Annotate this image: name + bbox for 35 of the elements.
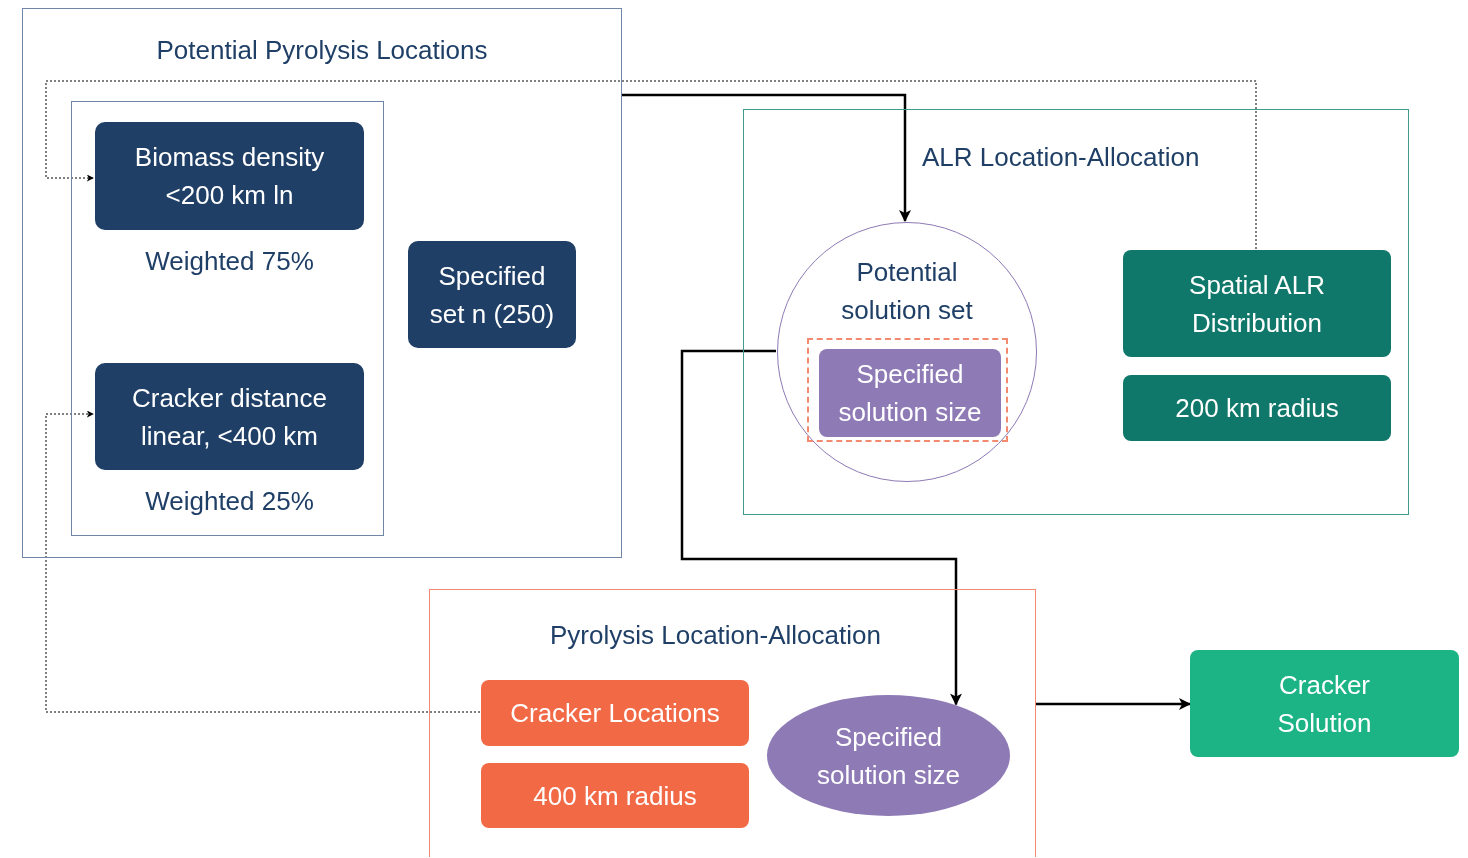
process-box [481, 763, 749, 828]
dotted-arrow [45, 410, 481, 713]
process-box [819, 349, 1001, 437]
dashed-frame [807, 338, 1008, 442]
group-title: Potential solution set [840, 256, 974, 327]
node-label: Cracker distance linear, <400 km [130, 381, 329, 453]
arrow [680, 349, 962, 706]
result-box [1190, 650, 1459, 757]
weight-caption: Weighted 75% [144, 245, 315, 278]
group-frame [743, 109, 1409, 515]
arrow [622, 93, 911, 222]
process-box [95, 363, 364, 470]
weight-caption: Weighted 25% [144, 485, 315, 518]
node-label: 200 km radius [1175, 392, 1339, 425]
node-label: 400 km radius [533, 779, 697, 813]
dotted-arrow [45, 80, 1257, 250]
node-label: Cracker Locations [510, 697, 720, 730]
process-box [481, 680, 749, 746]
node-label: Cracker Solution [1276, 668, 1373, 740]
group-title: Potential Pyrolysis Locations [155, 34, 489, 67]
process-box [95, 122, 364, 230]
process-box [1123, 375, 1391, 441]
process-box [408, 241, 576, 348]
group-title: ALR Location-Allocation [922, 141, 1200, 174]
process-box [1123, 250, 1391, 357]
group-frame [22, 8, 622, 558]
node-label: Specified solution size [837, 358, 983, 429]
node-label: Specified solution size [815, 720, 962, 792]
node-label: Spatial ALR Distribution [1188, 268, 1326, 340]
arrow [1036, 698, 1191, 710]
group-frame [429, 589, 1036, 857]
node-label: Specified set n (250) [428, 259, 556, 331]
node-label: Biomass density <200 km ln [133, 141, 326, 212]
inner-frame [71, 101, 384, 536]
group-title: Pyrolysis Location-Allocation [550, 619, 881, 652]
